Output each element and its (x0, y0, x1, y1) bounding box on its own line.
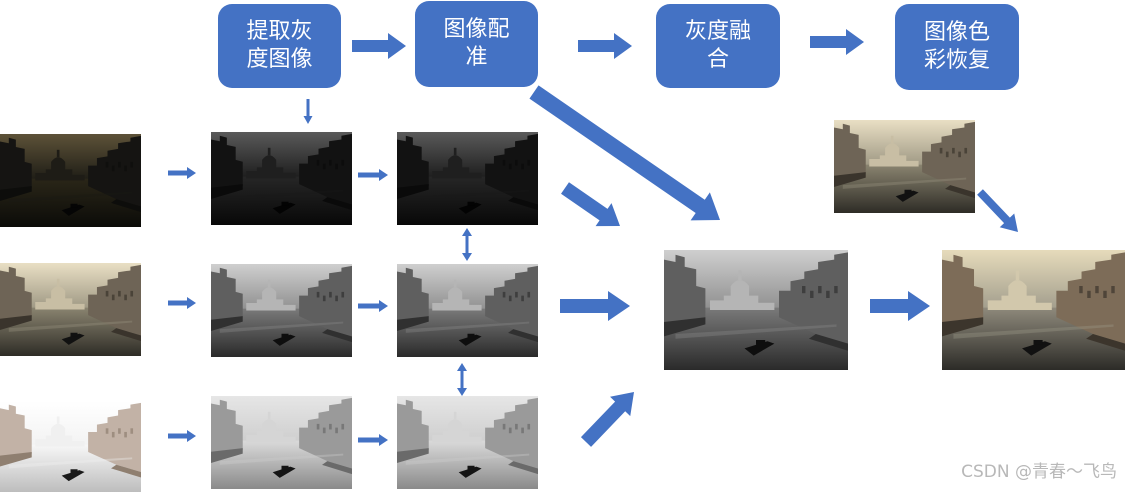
step-gray-fusion-line2: 合 (706, 47, 729, 72)
step-registration-line1: 图像配 (443, 17, 510, 42)
gray-image-under (211, 132, 352, 225)
registered-image-under (397, 132, 538, 225)
arrow-fused-to-final (870, 291, 930, 321)
arrow-gray-to-registered-under (358, 169, 388, 181)
photo-scene (211, 264, 352, 357)
arrow-source-to-gray-over (168, 430, 196, 442)
arrow-gray-to-registered-over (358, 434, 388, 446)
arrow-step2-to-step3 (578, 33, 632, 59)
step-gray-fusion-line1: 灰度融 (684, 19, 751, 44)
gray-image-normal (211, 264, 352, 357)
source-image-over (0, 401, 141, 492)
source-image-normal (0, 263, 141, 356)
arrow-registration-link-top (462, 228, 472, 261)
arrow-source-to-gray-normal (168, 297, 196, 309)
step-color-restore: 图像色 彩恢复 (895, 4, 1019, 90)
arrow-gray-to-registered-normal (358, 300, 388, 312)
arrow-registration-link-bottom (457, 363, 467, 396)
arrow-under-to-fused (561, 182, 620, 227)
arrow-step1-to-step2 (352, 33, 406, 59)
reference-color-image (834, 120, 975, 213)
step-registration: 图像配 准 (415, 1, 538, 87)
photo-scene (211, 396, 352, 489)
arrow-step1-down (303, 99, 313, 124)
step-color-restore-line1: 图像色 (923, 20, 990, 45)
arrow-over-to-fused (580, 392, 634, 447)
photo-scene (0, 263, 141, 356)
arrow-normal-to-fused (560, 291, 630, 321)
step-extract-gray: 提取灰 度图像 (218, 4, 341, 88)
step-gray-fusion: 灰度融 合 (656, 4, 780, 88)
photo-scene (834, 120, 975, 213)
arrow-step3-to-step4 (810, 29, 864, 55)
fused-gray-image (664, 250, 848, 370)
photo-scene (0, 134, 141, 227)
watermark: CSDN @青春～飞鸟 (961, 462, 1117, 482)
step-color-restore-line2: 彩恢复 (923, 48, 990, 73)
photo-scene (397, 132, 538, 225)
arrow-reference-to-final (977, 189, 1018, 232)
gray-image-over (211, 396, 352, 489)
arrow-source-to-gray-under (168, 167, 196, 179)
photo-scene (664, 250, 848, 370)
step-registration-line2: 准 (465, 45, 488, 70)
registered-image-normal (397, 264, 538, 357)
photo-scene (942, 250, 1125, 370)
arrow-registration-to-fused (529, 85, 720, 221)
step-extract-gray-line1: 提取灰 (246, 19, 313, 44)
source-image-under (0, 134, 141, 227)
photo-scene (397, 396, 538, 489)
photo-scene (211, 132, 352, 225)
final-color-image (942, 250, 1125, 370)
photo-scene (0, 401, 141, 492)
registered-image-over (397, 396, 538, 489)
step-extract-gray-line2: 度图像 (246, 47, 313, 72)
photo-scene (397, 264, 538, 357)
